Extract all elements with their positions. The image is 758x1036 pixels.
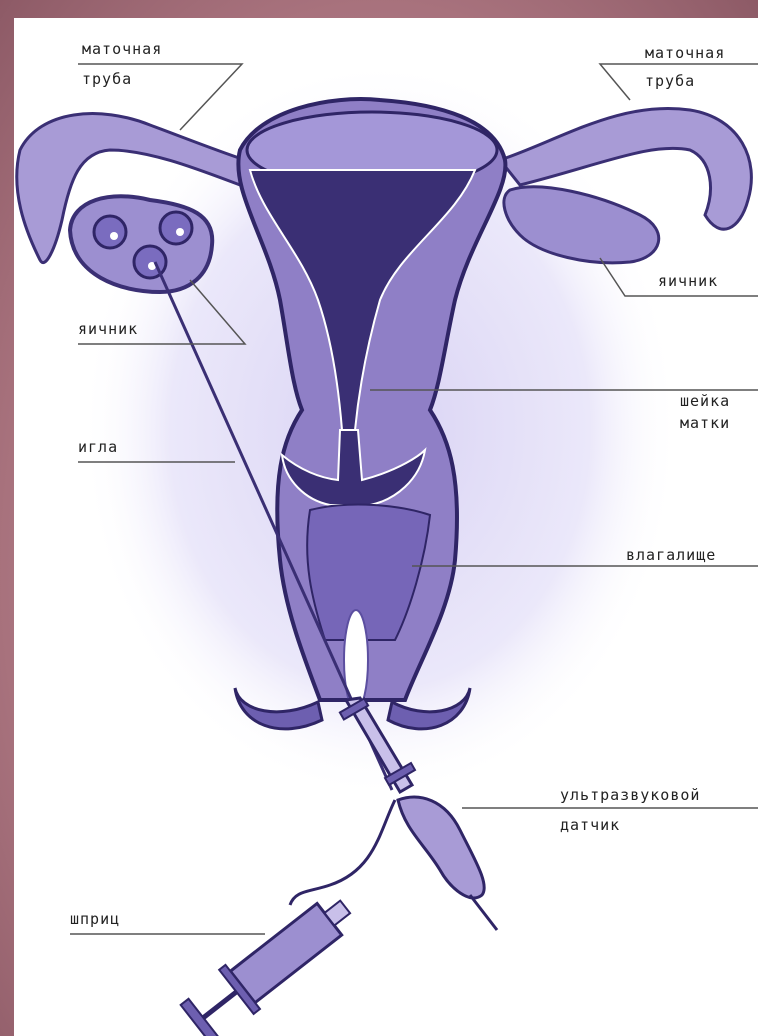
probe-tip — [470, 895, 497, 930]
label-cervix: шейка — [680, 392, 730, 410]
label-fallopian-tube-right-2: труба — [645, 72, 695, 90]
syringe-tube — [290, 800, 395, 905]
label-fallopian-tube-right: маточная — [645, 44, 725, 62]
label-ovary-right: яичник — [658, 272, 718, 290]
label-syringe: шприц — [70, 910, 120, 928]
label-ultrasound-probe-2: датчик — [560, 816, 620, 834]
ovary-left — [70, 196, 212, 292]
follicle — [94, 216, 126, 248]
label-needle: игла — [78, 438, 118, 456]
label-cervix-2: матки — [680, 414, 730, 432]
ultrasound-probe-handle — [398, 797, 484, 898]
label-ultrasound-probe: ультразвуковой — [560, 786, 700, 804]
follicle-center — [110, 232, 118, 240]
label-ovary-left: яичник — [78, 320, 138, 338]
label-fallopian-tube-left-2: труба — [82, 70, 132, 88]
follicle — [160, 212, 192, 244]
vaginal-opening — [344, 610, 368, 710]
label-vagina: влагалище — [626, 546, 716, 564]
follicle-center — [176, 228, 184, 236]
syringe — [178, 885, 362, 1036]
label-fallopian-tube-left: маточная — [82, 40, 162, 58]
